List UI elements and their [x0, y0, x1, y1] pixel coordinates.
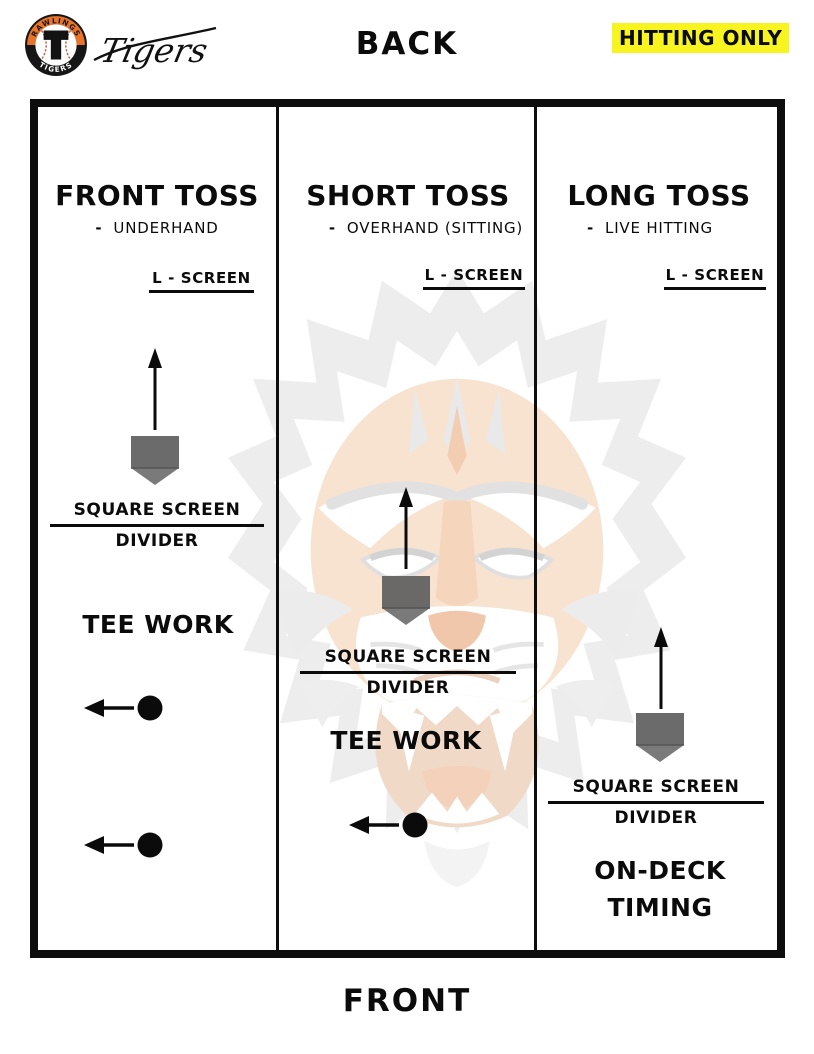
subtitle-text: UNDERHAND: [113, 219, 219, 237]
home-plate-icon: [636, 713, 684, 762]
square-screen-label: SQUARE SCREEN: [300, 647, 516, 674]
lane2-square-screen-divider: SQUARE SCREEN DIVIDER: [300, 647, 516, 698]
square-screen-label: SQUARE SCREEN: [50, 500, 264, 527]
rawlings-tigers-logo: RAWLINGS TIGERS: [25, 14, 87, 76]
lane3-on-deck-timing-label: ON-DECK TIMING: [560, 852, 760, 926]
lane2-l-screen-label: L - SCREEN: [423, 266, 525, 290]
lane1-l-screen-label: L - SCREEN: [149, 269, 254, 293]
subtitle-dash: -: [95, 219, 103, 237]
lane2-title: SHORT TOSS: [306, 179, 510, 212]
logo-orange-band: [27, 16, 85, 45]
divider-label: DIVIDER: [366, 678, 450, 698]
lane2-subtitle: - OVERHAND (SITTING): [300, 219, 552, 237]
lane3-subtitle: - LIVE HITTING: [540, 219, 760, 237]
lane1-subtitle: - UNDERHAND: [36, 219, 278, 237]
home-plate-icon: [382, 576, 430, 625]
up-arrow-icon: [148, 348, 162, 430]
svg-text:TIGERS: TIGERS: [38, 60, 75, 74]
signature-swash: [93, 26, 217, 62]
ball-direction-icon: [84, 695, 163, 721]
lane1-tee-work-label: TEE WORK: [82, 610, 234, 639]
home-plate-icon: [131, 436, 179, 485]
ball-direction-icon: [349, 812, 428, 838]
ball-direction-icon: [84, 832, 163, 858]
activity-line1: ON-DECK: [594, 856, 726, 885]
subtitle-dash: -: [587, 219, 595, 237]
activity-line2: TIMING: [607, 893, 713, 922]
lane3-square-screen-divider: SQUARE SCREEN DIVIDER: [548, 777, 764, 828]
tiger-watermark: [227, 269, 687, 887]
lane1-square-screen-divider: SQUARE SCREEN DIVIDER: [50, 500, 264, 551]
up-arrow-icon: [399, 487, 413, 569]
logo-arc-bottom-text: TIGERS: [38, 60, 74, 74]
divider-label: DIVIDER: [115, 531, 199, 551]
subtitle-text: OVERHAND (SITTING): [346, 219, 524, 237]
tigers-signature: Tigers: [93, 26, 217, 70]
page-title-front: FRONT: [342, 983, 472, 1019]
lane-divider: [276, 107, 279, 950]
up-arrow-icon: [654, 627, 668, 709]
square-screen-label: SQUARE SCREEN: [548, 777, 764, 804]
hitting-only-badge: HITTING ONLY: [612, 23, 790, 53]
cage-outline: [30, 99, 785, 958]
lane-divider: [534, 107, 537, 950]
subtitle-text: LIVE HITTING: [605, 219, 713, 237]
lane3-title: LONG TOSS: [567, 179, 751, 212]
logo-monogram-t: [43, 30, 69, 60]
lane3-l-screen-label: L - SCREEN: [664, 266, 766, 290]
subtitle-dash: -: [328, 219, 336, 237]
divider-label: DIVIDER: [614, 808, 698, 828]
lane2-tee-work-label: TEE WORK: [330, 726, 482, 755]
page-title-back: BACK: [355, 26, 459, 62]
lane1-title: FRONT TOSS: [55, 179, 259, 212]
